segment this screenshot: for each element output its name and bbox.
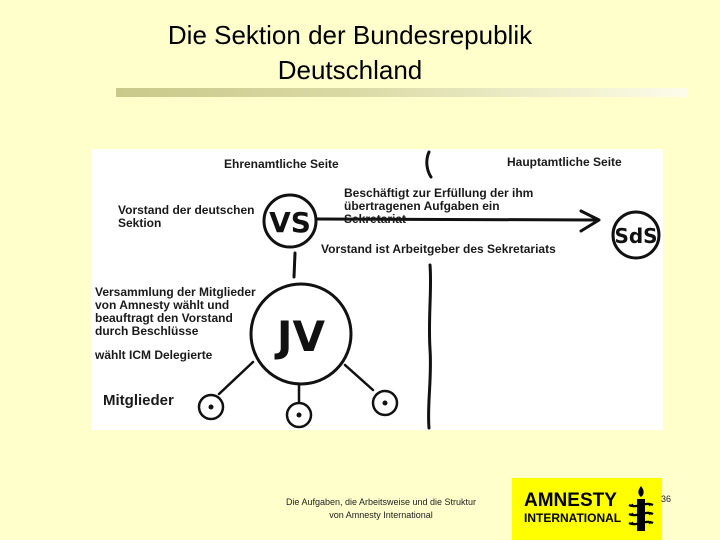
label-assembly-line-3: beauftragt den Vorstand — [95, 311, 233, 325]
candle-in-barbed-wire-icon — [628, 486, 654, 531]
node-vs-text: VS — [269, 206, 311, 239]
footer-caption: Die Aufgaben, die Arbeitsweise und die S… — [262, 496, 500, 522]
branch-right — [343, 363, 375, 392]
diagram-drawing: VS SdS JV — [197, 150, 661, 430]
arrow-head — [579, 209, 601, 233]
connector-vs-jv — [292, 251, 297, 279]
label-icm-delegates: wählt ICM Delegierte — [95, 348, 213, 362]
label-board-line-1: Vorstand der deutschen — [118, 203, 255, 217]
label-employer: Vorstand ist Arbeitgeber des Sekretariat… — [321, 242, 556, 256]
footer-caption-line-1: Die Aufgaben, die Arbeitsweise und die S… — [285, 497, 477, 507]
logo-line-1: AMNESTY — [524, 490, 617, 511]
label-secretariat-task: Beschäftigt zur Erfüllung der ihm übertr… — [344, 187, 533, 226]
label-board-line-2: Sektion — [118, 216, 162, 230]
slide-title-line-2: Deutschland — [277, 55, 423, 85]
logo-line-2: INTERNATIONAL — [524, 511, 622, 525]
branch-left — [217, 360, 255, 396]
node-vs-circle — [262, 193, 318, 249]
label-task-line-1: Beschäftigt zur Erfüllung der ihm — [344, 186, 534, 200]
footer-caption-line-2: von Amnesty International — [329, 510, 433, 520]
label-members: Mitglieder — [103, 392, 174, 409]
label-task-line-2: übertragenen Aufgaben ein — [344, 199, 500, 213]
slide-title: Die Sektion der Bundesrepublik Deutschla… — [120, 18, 580, 88]
node-jv-circle — [249, 282, 353, 386]
node-sds-circle — [611, 210, 661, 260]
label-assembly-line-4: durch Beschlüsse — [95, 324, 199, 338]
label-task-line-3: Sekretariat — [344, 212, 407, 226]
title-underline-bar — [116, 88, 688, 97]
structure-diagram: VS SdS JV Ehrenamtliche Seite Hauptamtli… — [91, 149, 663, 430]
divider-line — [425, 150, 433, 430]
page-number: 36 — [661, 494, 672, 504]
label-assembly: Versammlung der Mitglieder von Amnesty w… — [95, 286, 256, 338]
amnesty-logo: AMNESTY INTERNATIONAL — [512, 478, 662, 540]
slide-title-line-1: Die Sektion der Bundesrepublik — [167, 20, 533, 50]
node-sds-text: SdS — [614, 224, 657, 248]
arrow-vs-to-sds — [314, 217, 598, 222]
header-staff-side: Hauptamtliche Seite — [507, 155, 622, 169]
header-volunteer-side: Ehrenamtliche Seite — [224, 157, 339, 171]
label-assembly-line-1: Versammlung der Mitglieder — [95, 285, 256, 299]
label-board: Vorstand der deutschen Sektion — [118, 204, 254, 230]
label-assembly-line-2: von Amnesty wählt und — [95, 298, 230, 312]
node-jv-text: JV — [274, 312, 326, 361]
logo-wordmark: AMNESTY INTERNATIONAL — [524, 490, 626, 526]
